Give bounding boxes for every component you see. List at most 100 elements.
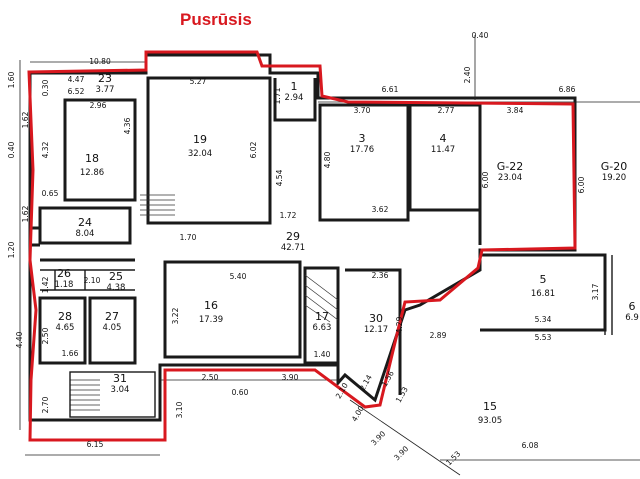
dimension-label: 1.62 — [21, 111, 30, 128]
plan-title: Pusrūsis — [180, 10, 252, 29]
room-number-r19: 19 — [193, 133, 207, 146]
dimension-label: 1.40 — [314, 350, 331, 359]
room-area-r27: 4.05 — [103, 323, 122, 333]
dimension-label: 6.52 — [68, 87, 85, 96]
dimension-label: 1.62 — [21, 205, 30, 222]
room-number-r16: 16 — [204, 299, 218, 312]
room-number-r15: 15 — [483, 400, 497, 413]
dimension-label: 3.70 — [354, 106, 371, 115]
dimension-label: 1.70 — [180, 233, 197, 242]
dimension-label: 3.90 — [392, 444, 410, 462]
dimension-label: 2.50 — [202, 373, 219, 382]
room-area-rG20: 19.20 — [602, 173, 626, 183]
room-number-r23: 23 — [98, 72, 112, 85]
dimension-label: 2.89 — [430, 331, 447, 340]
room-number-r17: 17 — [315, 310, 329, 323]
room-number-r27: 27 — [105, 310, 119, 323]
outer-wall — [28, 53, 577, 422]
room-area-r28: 4.65 — [56, 323, 75, 333]
dimension-label: 6.00 — [481, 171, 490, 188]
dimension-label: 2.36 — [372, 271, 389, 280]
room-number-rG22: G-22 — [497, 160, 524, 173]
room-number-r26: 26 — [57, 267, 71, 280]
room-area-r18: 12.86 — [80, 168, 104, 178]
dimension-label: 4.32 — [41, 141, 50, 158]
room-number-rG20: G-20 — [601, 160, 628, 173]
dimension-label: 3.10 — [175, 401, 184, 418]
dimension-label: 3.62 — [372, 205, 389, 214]
room-labels: 233.77 19 32.04 12.94 18 12.86 317.76 411.47G-2… — [55, 72, 639, 426]
room-area-r25: 4.38 — [107, 283, 126, 293]
room-area-r17: 6.63 — [313, 323, 332, 333]
dimension-label: 4.40 — [15, 331, 24, 348]
dimension-label: 6.02 — [249, 141, 258, 158]
room-number-r24: 24 — [78, 216, 92, 229]
dimension-label: 1.71 — [273, 87, 282, 104]
room-area-r3: 17.76 — [350, 145, 374, 155]
room-area-r26: 1.18 — [55, 280, 74, 290]
dimension-label: 0.30 — [41, 79, 50, 96]
room-area-r29: 42.71 — [281, 243, 305, 253]
dimension-label: 0.65 — [42, 189, 59, 198]
dimension-label: 3.17 — [591, 283, 600, 300]
boundary-outline — [27, 50, 577, 442]
dimension-label: 5.40 — [230, 272, 247, 281]
dimension-label: 3.90 — [282, 373, 299, 382]
dimension-label: 6.15 — [87, 440, 104, 449]
dimension-label: 5.53 — [535, 333, 552, 342]
room-number-r1: 1 — [291, 80, 298, 93]
dimension-label: 2.40 — [463, 66, 472, 83]
dimension-label: 6.86 — [559, 85, 576, 94]
dimension-label: 0.40 — [472, 31, 489, 40]
room-number-r5: 5 — [540, 273, 547, 286]
dimension-label: 2.14 — [358, 373, 374, 392]
dimension-label: 4.36 — [123, 117, 132, 134]
dimension-label: 1.42 — [41, 276, 50, 293]
dimension-label: 4.54 — [275, 169, 284, 186]
dimension-label: 6.61 — [382, 85, 399, 94]
dimension-label: 6.08 — [522, 441, 539, 450]
room-area-r23: 3.77 — [96, 85, 115, 95]
room-number-r18: 18 — [85, 152, 99, 165]
interior-walls — [30, 76, 613, 395]
room-number-r28: 28 — [58, 310, 72, 323]
dimension-label: 4.47 — [68, 75, 85, 84]
room-area-r6: 6.9 — [625, 313, 639, 323]
room-number-r4: 4 — [440, 132, 447, 145]
room-area-r4: 11.47 — [431, 145, 455, 155]
dimension-label: 1.53 — [394, 385, 410, 404]
room-area-r19: 32.04 — [188, 149, 212, 159]
room-number-r31: 31 — [113, 372, 127, 385]
dimension-label: 2.96 — [90, 101, 107, 110]
dimension-label: 0.60 — [232, 388, 249, 397]
dimension-label: 0.40 — [7, 141, 16, 158]
dimension-label: 1.56 — [380, 369, 396, 388]
stairs — [69, 194, 339, 418]
room-area-r16: 17.39 — [199, 315, 223, 325]
dimension-label: 5.34 — [535, 315, 552, 324]
room-area-r1: 2.94 — [285, 93, 304, 103]
dimension-label: 1.20 — [7, 241, 16, 258]
dimension-label: 2.50 — [41, 327, 50, 344]
dimension-label: 10.80 — [89, 57, 111, 66]
dimension-label: 6.00 — [577, 176, 586, 193]
dimension-label: 3.90 — [369, 429, 387, 447]
room-number-r3: 3 — [359, 132, 366, 145]
dimension-label: 1.72 — [280, 211, 297, 220]
room-area-r31: 3.04 — [111, 385, 130, 395]
room-area-r15: 93.05 — [478, 416, 502, 426]
room-number-r25: 25 — [109, 270, 123, 283]
dimension-label: 1.60 — [7, 71, 16, 88]
dimension-label: 5.27 — [190, 77, 207, 86]
dimension-label: 3.22 — [171, 307, 180, 324]
room-area-r24: 8.04 — [76, 229, 95, 239]
dimension-label: 2.10 — [84, 276, 101, 285]
room-area-r5: 16.81 — [531, 289, 555, 299]
room-area-rG22: 23.04 — [498, 173, 522, 183]
dimension-label: 2.70 — [41, 396, 50, 413]
dimension-label: 3.84 — [507, 106, 524, 115]
dimension-label: 2.77 — [438, 106, 455, 115]
dimension-label: 4.80 — [323, 151, 332, 168]
room-number-r6: 6 — [629, 300, 636, 313]
